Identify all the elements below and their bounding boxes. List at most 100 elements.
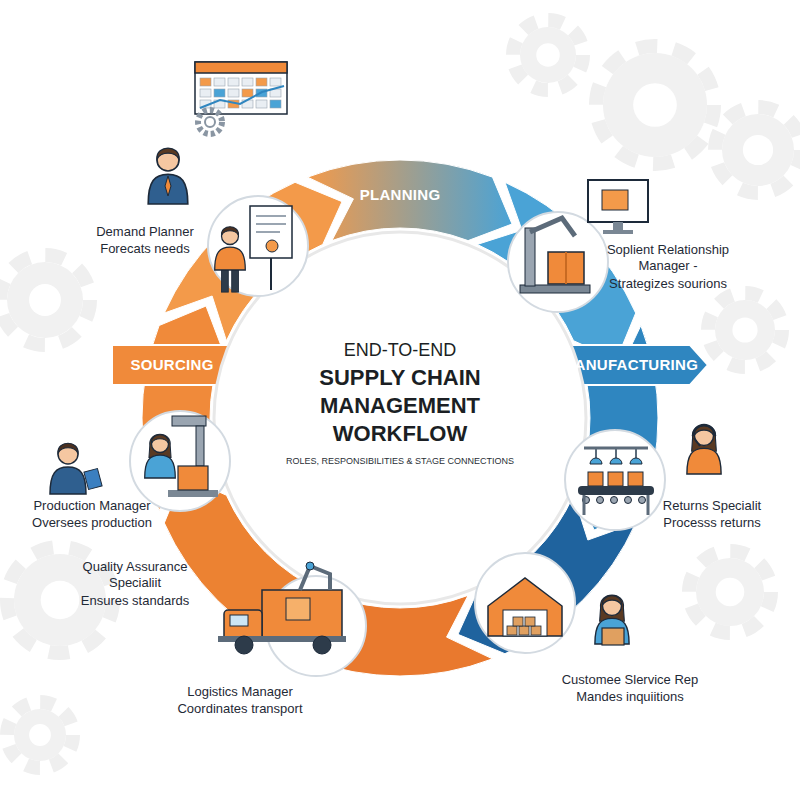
role-name: Demand Planner (70, 224, 220, 240)
conveyor-roller (611, 497, 618, 504)
person-hair (58, 443, 78, 453)
conveyor-leg (583, 495, 586, 515)
calendar-header (195, 62, 287, 73)
lamp-wire (595, 448, 597, 458)
person-hair (157, 148, 179, 159)
lamp-shade (630, 458, 642, 464)
gear-hole (29, 724, 51, 746)
monitor (588, 180, 648, 222)
role-description: Mandes inquiitions (540, 689, 720, 705)
calendar-chart-icon (195, 62, 287, 134)
gear-body (7, 262, 83, 338)
lamp-shade (610, 458, 622, 464)
person-hair (221, 227, 238, 235)
carried-box (602, 628, 624, 645)
document-sheet (84, 468, 102, 489)
role-description: Coordinates transport (155, 701, 325, 717)
stage-label: PLANNING (335, 186, 465, 204)
whiteboard-line (256, 215, 286, 217)
gear-body (715, 300, 775, 360)
person-head (157, 149, 179, 171)
person-icon (145, 434, 176, 478)
diagram-title: END-TO-END SUPPLY CHAIN MANAGEMENT WORKF… (312, 336, 488, 448)
role-name: Logistics Manager (155, 684, 325, 700)
whiteboard-line (256, 231, 280, 233)
role-name: Returns Specialit (637, 498, 787, 514)
box-tape (565, 252, 567, 284)
icon-circle (475, 553, 575, 653)
gear-hole (732, 317, 757, 342)
robot-arm (300, 566, 330, 590)
icon-circle (565, 430, 665, 530)
icon-circle (130, 411, 230, 511)
machine-pillar (525, 228, 535, 286)
person-icon (215, 227, 246, 292)
gear-small (198, 110, 222, 134)
gear-small-hub (205, 117, 215, 127)
gear-hole (29, 284, 61, 316)
gear-hole (743, 135, 773, 165)
person-hair (600, 595, 625, 621)
gear-teeth (0, 255, 90, 345)
stock-box (507, 626, 517, 635)
warehouse (488, 578, 562, 636)
lamp-wire (635, 448, 637, 458)
warehouse-door (503, 610, 547, 636)
gear-hole (41, 581, 80, 620)
monitor-box (602, 190, 628, 210)
person-head (58, 444, 78, 464)
calendar-cell (242, 89, 253, 97)
monitor-foot (603, 230, 633, 234)
calendar-cell (200, 78, 211, 86)
person-hair (602, 596, 621, 605)
person-head (603, 597, 622, 616)
calendar-cell (256, 78, 267, 86)
machine-head (172, 416, 206, 426)
gear-teeth (596, 46, 714, 164)
gear-hole (716, 578, 745, 607)
robot-arm (530, 218, 575, 236)
calendar-cell (256, 100, 267, 108)
conveyor-belt (578, 486, 654, 495)
cargo-box (548, 252, 584, 284)
conveyor-leg (647, 495, 650, 515)
lamp-wire (615, 448, 617, 458)
conveyor-roller (597, 497, 604, 504)
person-body (148, 174, 188, 204)
cargo-box (178, 466, 208, 490)
cycle-ring (142, 160, 658, 676)
gear-body (722, 114, 794, 186)
stock-box (525, 617, 535, 626)
gear-hole (633, 83, 677, 127)
role-description: Ensures standards (60, 593, 210, 609)
conveyor-box (608, 472, 623, 486)
gear-teeth (689, 551, 771, 633)
truck-cab (224, 610, 262, 640)
stage-label: MANUFACTURING (555, 356, 705, 374)
calendar-cell (228, 78, 239, 86)
person-head (222, 228, 239, 245)
calendar-cell (270, 100, 281, 108)
board-stand (270, 258, 272, 290)
cargo-box (286, 598, 310, 620)
stock-box (531, 626, 541, 635)
role-name: Production Manager (12, 498, 172, 514)
gear-teeth (708, 293, 782, 367)
stock-box (513, 617, 523, 626)
stage-label: SOURCING (114, 356, 230, 374)
diagram-caption: ROLES, RESPONSIBILITIES & STAGE CONNECTI… (260, 455, 540, 467)
conveyor-roller (625, 497, 632, 504)
person-hair (151, 435, 168, 443)
icons (50, 62, 721, 654)
stock-box (519, 626, 529, 635)
person-body (145, 455, 176, 478)
whiteboard-line (256, 223, 286, 225)
role-description: Oversees production (12, 515, 172, 531)
headset-mic (694, 438, 700, 446)
icon-circle (508, 212, 608, 312)
gear-teeth (513, 20, 583, 90)
machine-base (168, 490, 218, 497)
calendar-cell (214, 89, 225, 97)
icon-circle (208, 196, 308, 296)
role-name: Customee Slervice Rep (540, 672, 720, 688)
